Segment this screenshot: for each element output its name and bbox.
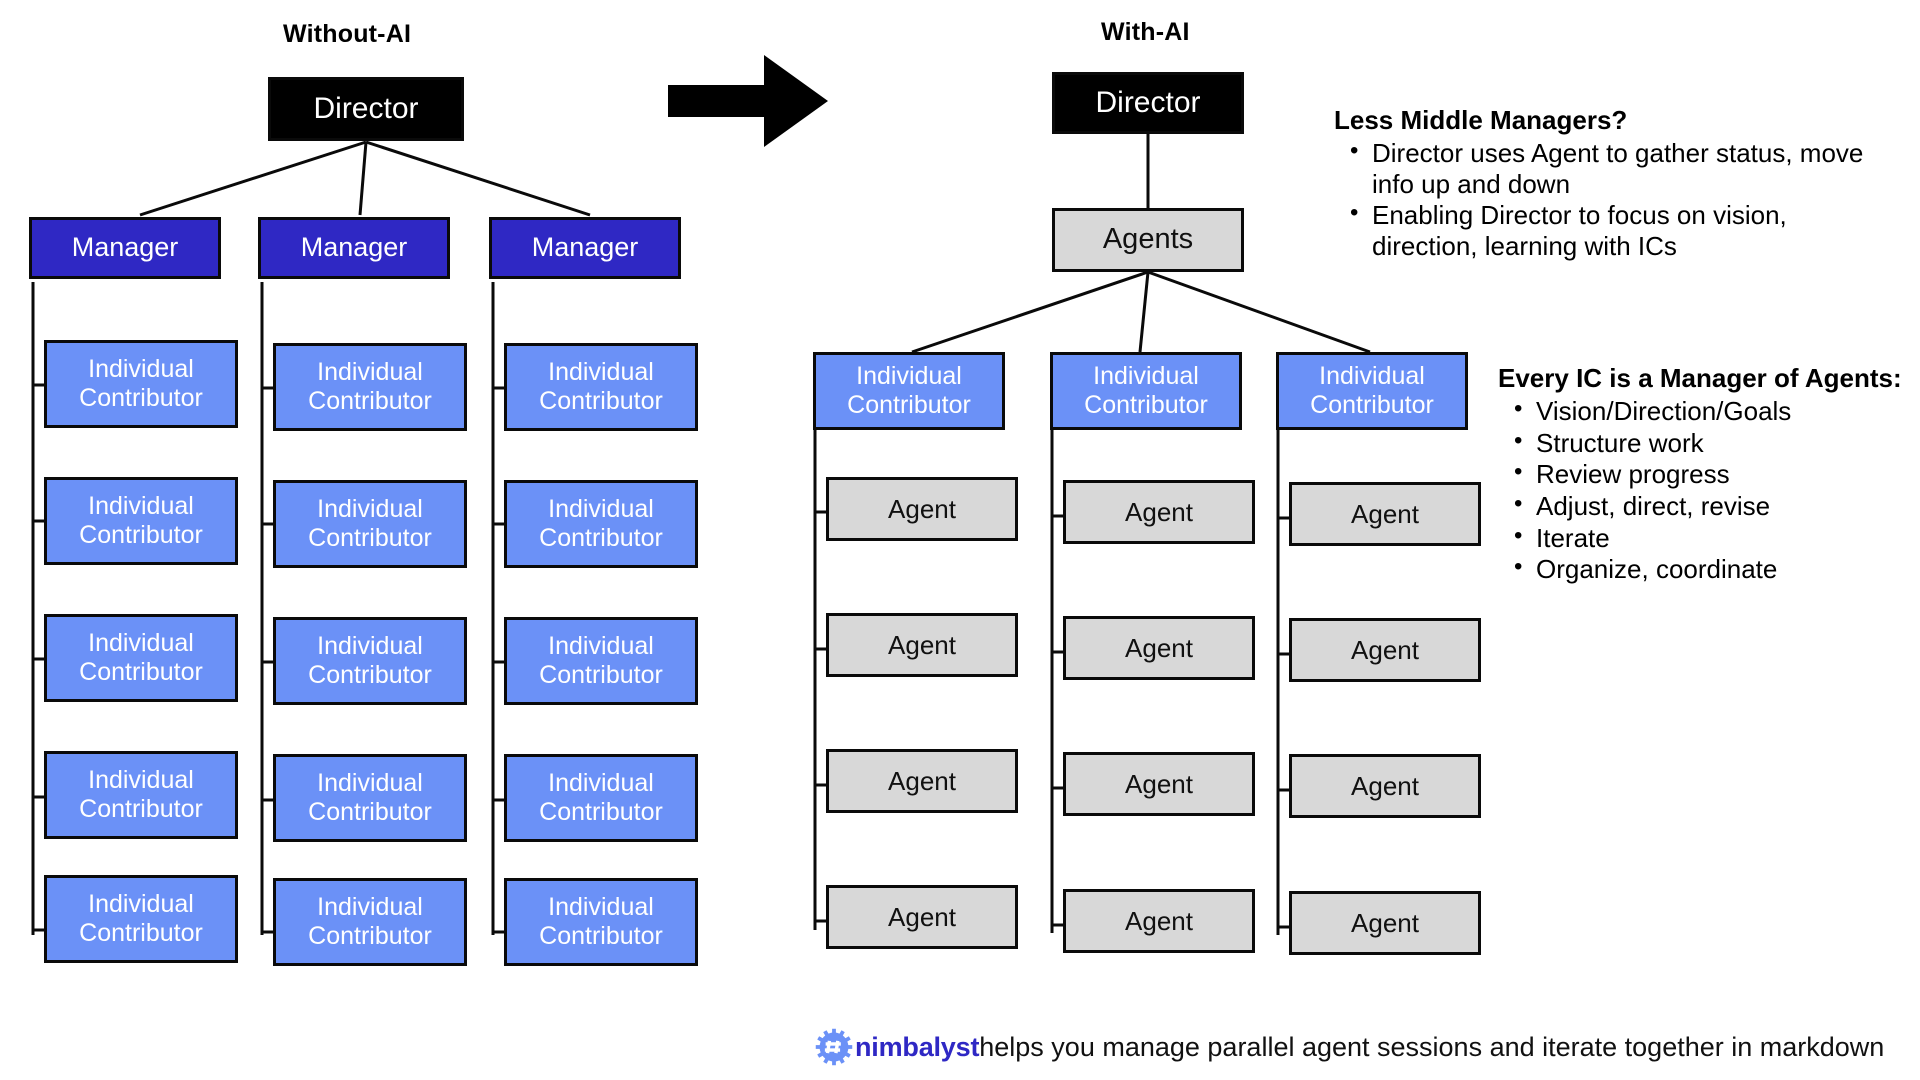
agent-node-3-1[interactable]: Agent bbox=[1289, 482, 1481, 546]
with-ai-ic-node-2[interactable]: Individual Contributor bbox=[1050, 352, 1242, 430]
with-ai-ic-node-1[interactable]: Individual Contributor bbox=[813, 352, 1005, 430]
note-2-heading: Every IC is a Manager of Agents: bbox=[1498, 363, 1902, 393]
agent-node-2-1[interactable]: Agent bbox=[1063, 480, 1255, 544]
footer-tagline: helps you manage parallel agent sessions… bbox=[979, 1031, 1885, 1062]
ic-node-1-2[interactable]: Individual Contributor bbox=[44, 477, 238, 565]
ic-node-3-5[interactable]: Individual Contributor bbox=[504, 878, 698, 966]
note-2-bullet-6: Organize, coordinate bbox=[1514, 553, 1918, 585]
agent-node-2-2[interactable]: Agent bbox=[1063, 616, 1255, 680]
note-2-bullet-5: Iterate bbox=[1514, 522, 1918, 554]
ic-node-1-5[interactable]: Individual Contributor bbox=[44, 875, 238, 963]
ic-node-3-2[interactable]: Individual Contributor bbox=[504, 480, 698, 568]
ic-node-2-2[interactable]: Individual Contributor bbox=[273, 480, 467, 568]
ic-node-1-3[interactable]: Individual Contributor bbox=[44, 614, 238, 702]
with-ai-ic-node-3[interactable]: Individual Contributor bbox=[1276, 352, 1468, 430]
agent-node-1-4[interactable]: Agent bbox=[826, 885, 1018, 949]
note-2-bullet-1: Vision/Direction/Goals bbox=[1514, 395, 1918, 427]
ic-node-3-1[interactable]: Individual Contributor bbox=[504, 343, 698, 431]
with-ai-director-node[interactable]: Director bbox=[1052, 72, 1244, 134]
note-2-bullet-4: Adjust, direct, revise bbox=[1514, 490, 1918, 522]
agent-node-1-2[interactable]: Agent bbox=[826, 613, 1018, 677]
with-ai-title: With-AI bbox=[1101, 18, 1190, 46]
note-2-list: Vision/Direction/Goals Structure work Re… bbox=[1498, 395, 1918, 585]
agent-node-1-1[interactable]: Agent bbox=[826, 477, 1018, 541]
agent-node-3-4[interactable]: Agent bbox=[1289, 891, 1481, 955]
note-every-ic-is-a-manager: Every IC is a Manager of Agents: Vision/… bbox=[1498, 363, 1918, 586]
brand-name: nimbalyst bbox=[855, 1031, 980, 1062]
ic-node-2-4[interactable]: Individual Contributor bbox=[273, 754, 467, 842]
agent-node-2-3[interactable]: Agent bbox=[1063, 752, 1255, 816]
note-1-list: Director uses Agent to gather status, mo… bbox=[1334, 137, 1864, 262]
footer-bar: nimbalyst helps you manage parallel agen… bbox=[815, 1028, 1884, 1066]
ic-node-1-4[interactable]: Individual Contributor bbox=[44, 751, 238, 839]
manager-node-1[interactable]: Manager bbox=[29, 217, 221, 279]
without-ai-director-node[interactable]: Director bbox=[268, 77, 464, 141]
ic-node-1-1[interactable]: Individual Contributor bbox=[44, 340, 238, 428]
note-2-bullet-2: Structure work bbox=[1514, 427, 1918, 459]
note-1-bullet-1: Director uses Agent to gather status, mo… bbox=[1350, 137, 1864, 199]
ic-node-3-4[interactable]: Individual Contributor bbox=[504, 754, 698, 842]
note-less-middle-managers: Less Middle Managers? Director uses Agen… bbox=[1334, 105, 1864, 263]
agent-node-1-3[interactable]: Agent bbox=[826, 749, 1018, 813]
note-1-bullet-2: Enabling Director to focus on vision, di… bbox=[1350, 199, 1864, 261]
agent-node-3-2[interactable]: Agent bbox=[1289, 618, 1481, 682]
ic-node-2-1[interactable]: Individual Contributor bbox=[273, 343, 467, 431]
agents-hub-node[interactable]: Agents bbox=[1052, 208, 1244, 272]
ic-node-3-3[interactable]: Individual Contributor bbox=[504, 617, 698, 705]
agent-node-2-4[interactable]: Agent bbox=[1063, 889, 1255, 953]
right-arrow-icon bbox=[668, 55, 828, 147]
nimbalyst-burst-icon bbox=[815, 1028, 853, 1066]
ic-node-2-3[interactable]: Individual Contributor bbox=[273, 617, 467, 705]
note-2-bullet-3: Review progress bbox=[1514, 458, 1918, 490]
manager-node-2[interactable]: Manager bbox=[258, 217, 450, 279]
note-1-heading: Less Middle Managers? bbox=[1334, 105, 1628, 135]
agent-node-3-3[interactable]: Agent bbox=[1289, 754, 1481, 818]
ic-node-2-5[interactable]: Individual Contributor bbox=[273, 878, 467, 966]
without-ai-title: Without-AI bbox=[283, 20, 412, 48]
manager-node-3[interactable]: Manager bbox=[489, 217, 681, 279]
